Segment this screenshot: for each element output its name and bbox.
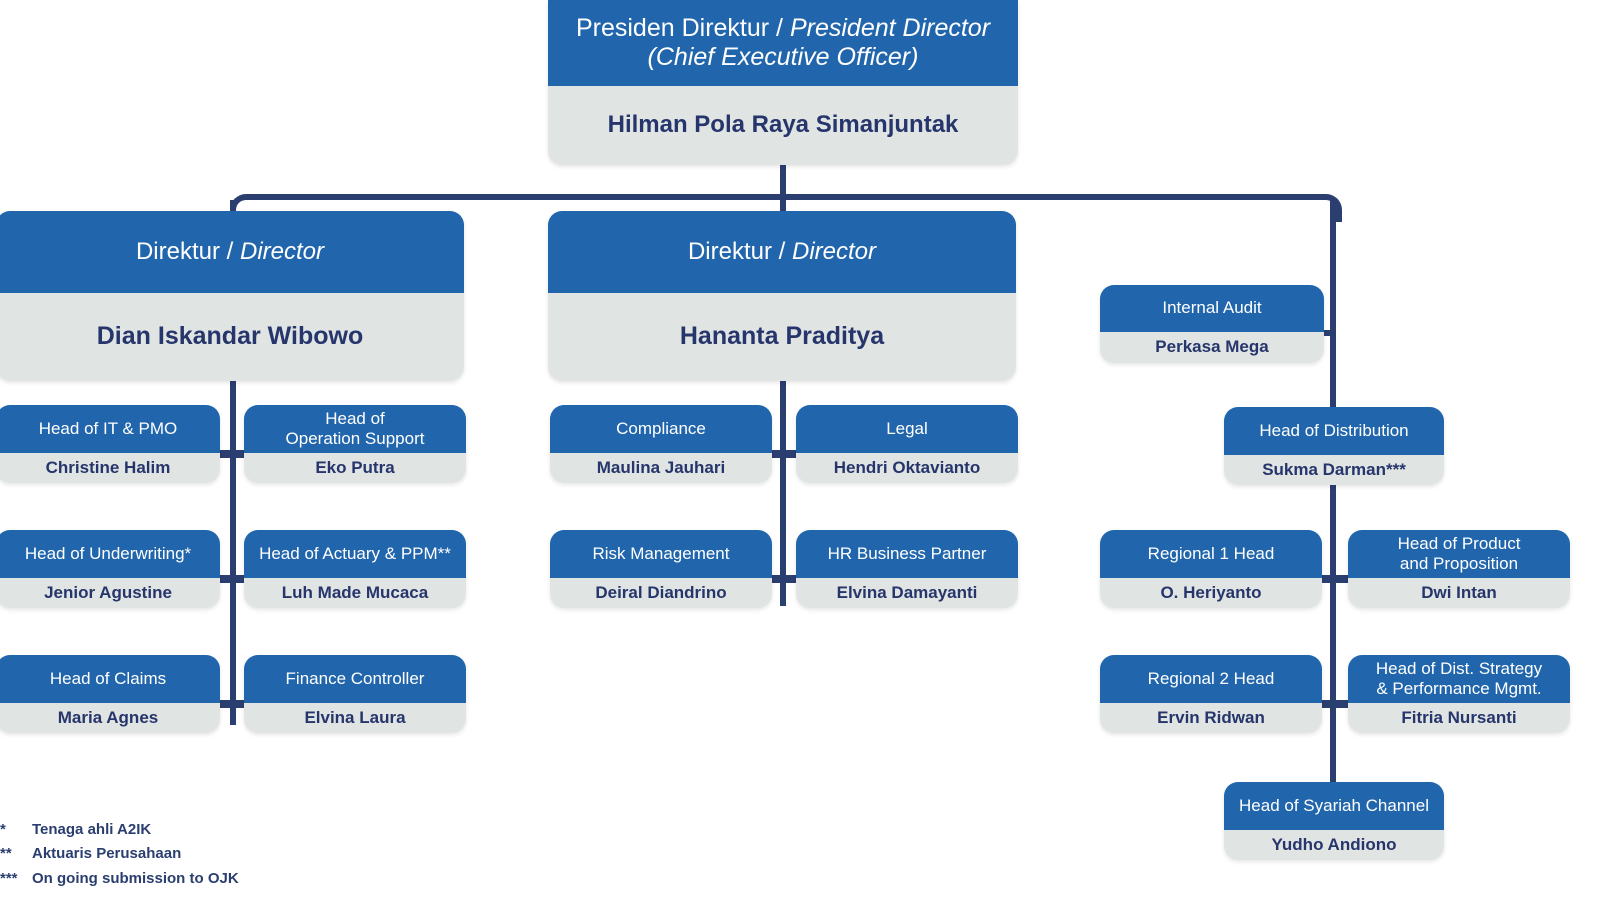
node-person-name: Fitria Nursanti <box>1348 703 1570 733</box>
director-2-title-separator: / <box>771 237 792 265</box>
connector-right-spine <box>1330 200 1336 450</box>
footnote-mark: * <box>0 821 6 838</box>
node-person-name: Hilman Pola Raya Simanjuntak <box>548 86 1018 165</box>
node-person-name: Perkasa Mega <box>1100 332 1324 363</box>
node-person-name: Deiral Diandrino <box>550 578 772 608</box>
connector-drop-left-director <box>230 200 236 220</box>
node-person-name: Maria Agnes <box>0 703 220 733</box>
president-title-en2: (Chief Executive Officer) <box>647 43 919 71</box>
footnote-text: On going submission to OJK <box>32 869 239 887</box>
node-head-of-dist-strategy[interactable]: Head of Dist. Strategy& Performance Mgmt… <box>1348 655 1570 733</box>
node-head-of-actuary-ppm[interactable]: Head of Actuary & PPM** Luh Made Mucaca <box>244 530 466 608</box>
node-person-name: Jenior Agustine <box>0 578 220 608</box>
node-title: Head of Underwriting* <box>0 530 220 578</box>
node-person-name: Elvina Laura <box>244 703 466 733</box>
node-person-name: Hananta Praditya <box>548 293 1016 381</box>
connector-left-row1-bar <box>195 450 271 458</box>
node-compliance[interactable]: Compliance Maulina Jauhari <box>550 405 772 483</box>
connector-dist-row1-bar <box>1298 575 1368 583</box>
node-title: Head of IT & PMO <box>0 405 220 453</box>
footnote-text: Tenaga ahli A2IK <box>32 821 152 838</box>
node-risk-management[interactable]: Risk Management Deiral Diandrino <box>550 530 772 608</box>
node-person-name: Ervin Ridwan <box>1100 703 1322 733</box>
node-internal-audit[interactable]: Internal Audit Perkasa Mega <box>1100 285 1324 363</box>
footnote-text: Aktuaris Perusahaan <box>32 845 182 863</box>
node-director-1[interactable]: Direktur / Director Dian Iskandar Wibowo <box>0 211 464 381</box>
node-head-of-distribution[interactable]: Head of Distribution Sukma Darman*** <box>1224 407 1444 485</box>
node-title: Regional 2 Head <box>1100 655 1322 703</box>
node-title: Direktur / Director <box>0 211 464 293</box>
node-person-name: O. Heriyanto <box>1100 578 1322 608</box>
connector-dist-row2-bar <box>1298 700 1368 708</box>
node-title: Head of Dist. Strategy& Performance Mgmt… <box>1348 655 1570 703</box>
node-title: Compliance <box>550 405 772 453</box>
node-person-name: Eko Putra <box>244 453 466 483</box>
director-1-title-en: Director <box>240 237 325 265</box>
footnote-row: *** On going submission to OJK <box>0 867 239 891</box>
president-title-id: Presiden Direktur <box>575 13 770 42</box>
footnote-row: ** Aktuaris Perusahaan <box>0 842 239 866</box>
node-hr-business-partner[interactable]: HR Business Partner Elvina Damayanti <box>796 530 1018 608</box>
connector-president-stem <box>780 165 786 200</box>
node-finance-controller[interactable]: Finance Controller Elvina Laura <box>244 655 466 733</box>
connector-middle-row2-bar <box>748 575 818 583</box>
node-person-name: Sukma Darman*** <box>1224 455 1444 485</box>
node-title: Head of Claims <box>0 655 220 703</box>
director-2-title-en: Director <box>792 237 877 265</box>
node-head-of-underwriting[interactable]: Head of Underwriting* Jenior Agustine <box>0 530 220 608</box>
connector-left-row3-bar <box>195 700 271 708</box>
node-person-name: Hendri Oktavianto <box>796 453 1018 483</box>
node-head-of-it-pmo[interactable]: Head of IT & PMO Christine Halim <box>0 405 220 483</box>
node-person-name: Dwi Intan <box>1348 578 1570 608</box>
node-head-of-claims[interactable]: Head of Claims Maria Agnes <box>0 655 220 733</box>
node-title: Internal Audit <box>1100 285 1324 332</box>
director-1-title-separator: / <box>219 237 240 265</box>
connector-drop-right-director <box>780 200 786 220</box>
node-title: Head of Syariah Channel <box>1224 782 1444 830</box>
node-title: Head of Distribution <box>1224 407 1444 455</box>
director-2-title-id: Direktur <box>687 237 772 265</box>
node-title: Finance Controller <box>244 655 466 703</box>
node-head-of-syariah-channel[interactable]: Head of Syariah Channel Yudho Andiono <box>1224 782 1444 860</box>
footnotes: * Tenaga ahli A2IK ** Aktuaris Perusahaa… <box>0 818 239 891</box>
footnote-mark: ** <box>0 845 12 863</box>
footnote-mark: *** <box>0 869 18 887</box>
node-title: Presiden Direktur / President Director (… <box>548 0 1018 86</box>
connector-main-bus <box>246 194 1320 200</box>
connector-left-spine <box>230 381 236 725</box>
node-title: Legal <box>796 405 1018 453</box>
connector-distribution-spine <box>1330 485 1336 797</box>
footnote-row: * Tenaga ahli A2IK <box>0 818 239 842</box>
node-title: Direktur / Director <box>548 211 1016 293</box>
node-title: Risk Management <box>550 530 772 578</box>
node-person-name: Luh Made Mucaca <box>244 578 466 608</box>
node-president-director[interactable]: Presiden Direktur / President Director (… <box>548 0 1018 165</box>
node-person-name: Dian Iskandar Wibowo <box>0 293 464 381</box>
node-legal[interactable]: Legal Hendri Oktavianto <box>796 405 1018 483</box>
connector-bus-right-elbow <box>1320 194 1342 222</box>
node-title: HR Business Partner <box>796 530 1018 578</box>
president-title-separator: / <box>769 13 790 42</box>
node-person-name: Elvina Damayanti <box>796 578 1018 608</box>
connector-middle-row1-bar <box>748 450 818 458</box>
director-1-title-id: Direktur <box>135 237 220 265</box>
node-person-name: Christine Halim <box>0 453 220 483</box>
node-title: Head of Actuary & PPM** <box>244 530 466 578</box>
node-director-2[interactable]: Direktur / Director Hananta Praditya <box>548 211 1016 381</box>
node-title: Regional 1 Head <box>1100 530 1322 578</box>
node-regional-1-head[interactable]: Regional 1 Head O. Heriyanto <box>1100 530 1322 608</box>
node-regional-2-head[interactable]: Regional 2 Head Ervin Ridwan <box>1100 655 1322 733</box>
node-person-name: Maulina Jauhari <box>550 453 772 483</box>
connector-left-row2-bar <box>195 575 271 583</box>
president-title-en: President Director <box>789 13 991 42</box>
connector-middle-spine <box>780 381 786 606</box>
node-person-name: Yudho Andiono <box>1224 830 1444 860</box>
